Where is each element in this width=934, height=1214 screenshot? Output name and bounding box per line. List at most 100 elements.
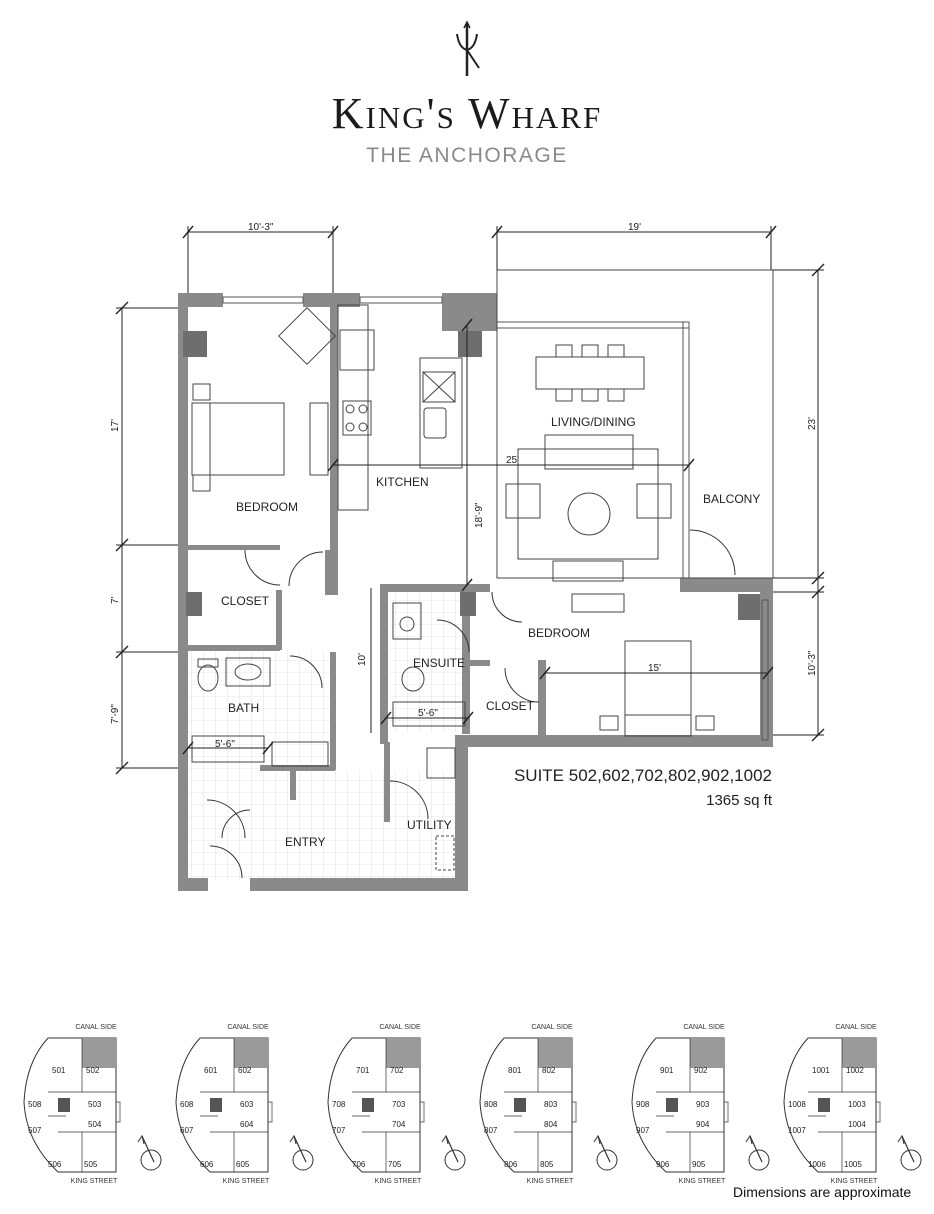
room-label-bedroom: BEDROOM [236,500,298,514]
key-plan-unit-label: 507 [28,1126,42,1135]
key-plan-unit-label: 505 [84,1160,98,1169]
dim-bath-tub: 5'-6" [215,739,235,750]
key-plan-unit-label: 503 [88,1100,102,1109]
key-plan-outline [783,1037,881,1173]
key-plan-unit-label: 908 [636,1100,650,1109]
key-plan-unit-label: 907 [636,1126,650,1135]
key-plan-canal-side-label: CANAL SIDE [531,1024,573,1031]
key-plan-outline [175,1037,273,1173]
dim-living-width: 25' [506,455,519,466]
key-plan-unit-label: 1004 [848,1120,866,1129]
columns [183,331,760,620]
key-plan-king-street-label: KING STREET [374,1178,422,1185]
suite-area: 1365 sq ft [706,792,772,809]
suite-numbers: SUITE 502,602,702,802,902,1002 [513,766,772,785]
key-plan-unit-label: 807 [484,1126,498,1135]
key-plan-unit-label: 608 [180,1100,194,1109]
brand-subtitle: THE ANCHORAGE [366,144,568,167]
key-plan-unit-label: 508 [28,1100,42,1109]
key-plan-unit-label: 504 [88,1120,102,1129]
key-plan-unit-label: 702 [390,1066,404,1075]
key-plan-outline [479,1037,577,1173]
key-plan-unit-label: 1006 [808,1160,826,1169]
key-plan-unit-label: 604 [240,1120,254,1129]
key-plan-unit-label: 704 [392,1120,406,1129]
room-label-bath: BATH [228,701,259,715]
door-swings [206,529,736,879]
key-plan-unit-label: 905 [692,1160,706,1169]
key-plan-unit-label: 601 [204,1066,218,1075]
key-plan-king-street-label: KING STREET [678,1178,726,1185]
key-plan-unit-label: 901 [660,1066,674,1075]
key-plan-unit-label: 903 [696,1100,710,1109]
key-plan-unit-label: 808 [484,1100,498,1109]
key-plan-unit-label: 1005 [844,1160,862,1169]
dim-left-mid: 7' [110,596,121,604]
entry-floor-tile [188,770,463,880]
dim-left-lower: 7'-9" [110,704,121,724]
north-arrow-icon [745,1134,770,1171]
key-plan-unit-label: 708 [332,1100,346,1109]
key-plan-unit-label: 603 [240,1100,254,1109]
key-plan-unit-label: 701 [356,1066,370,1075]
dimensions-note: Dimensions are approximate [733,1184,912,1200]
key-plan-unit-label: 1002 [846,1066,864,1075]
key-plan-unit-label: 801 [508,1066,522,1075]
room-label-bedroom-2: BEDROOM [528,626,590,640]
key-plan-canal-side-label: CANAL SIDE [683,1024,725,1031]
key-plan-unit-label: 805 [540,1160,554,1169]
trident-logo-icon [456,20,480,76]
room-label-ensuite: ENSUITE [413,656,465,670]
dim-ensuite-tub: 5'-6" [418,708,438,719]
room-label-utility: UTILITY [407,818,452,832]
key-plan-unit-label: 802 [542,1066,556,1075]
room-label-kitchen: KITCHEN [376,475,429,489]
bedroom2-furniture [571,593,715,737]
north-arrow-icon [137,1134,162,1171]
key-plan-outline [631,1037,729,1173]
interior-walls [188,545,546,822]
key-plan-canal-side-label: CANAL SIDE [75,1024,117,1031]
room-label-balcony: BALCONY [703,492,760,506]
key-plan-unit-label: 605 [236,1160,250,1169]
bedroom1-furniture [191,307,336,492]
floor-plan: BEDROOM CLOSET BATH ENTRY KITCHEN LIVING… [110,222,825,891]
key-plan-canal-side-label: CANAL SIDE [835,1024,877,1031]
room-label-entry: ENTRY [285,835,325,849]
key-plan-unit-label: 706 [352,1160,366,1169]
bath-fixtures [191,602,466,871]
key-plan-unit-label: 502 [86,1066,100,1075]
kings-wharf-logo [0,20,934,85]
ensuite-floor-tile [390,592,468,732]
key-plan-king-street-label: KING STREET [70,1178,118,1185]
key-plan-unit-label: 501 [52,1066,66,1075]
brand-title: King's Wharf [331,89,603,138]
living-furniture [505,344,672,582]
key-plan-outline [23,1037,121,1173]
dim-top-right: 19' [628,222,641,233]
key-plan-unit-label: 806 [504,1160,518,1169]
dim-left-upper: 17' [110,419,121,432]
dim-living-depth: 18'-9" [474,502,485,528]
dim-top-left: 10'-3" [248,222,274,233]
key-plan-unit-label: 906 [656,1160,670,1169]
key-plan-unit-label: 602 [238,1066,252,1075]
dim-right-upper: 23' [807,417,818,430]
room-label-closet-2: CLOSET [486,699,535,713]
key-plan-king-street-label: KING STREET [830,1178,878,1185]
key-plan-unit-label: 607 [180,1126,194,1135]
dim-right-lower: 10'-3" [807,650,818,676]
key-plan-unit-label: 1001 [812,1066,830,1075]
room-labels: BEDROOM CLOSET BATH ENTRY KITCHEN LIVING… [221,415,760,849]
key-plan-unit-label: 1003 [848,1100,866,1109]
key-plan-unit-label: 606 [200,1160,214,1169]
kitchen-fixtures [337,304,463,511]
dim-bedroom2-width: 15' [648,663,661,674]
key-plan-king-street-label: KING STREET [526,1178,574,1185]
dimension-ticks [115,225,825,775]
